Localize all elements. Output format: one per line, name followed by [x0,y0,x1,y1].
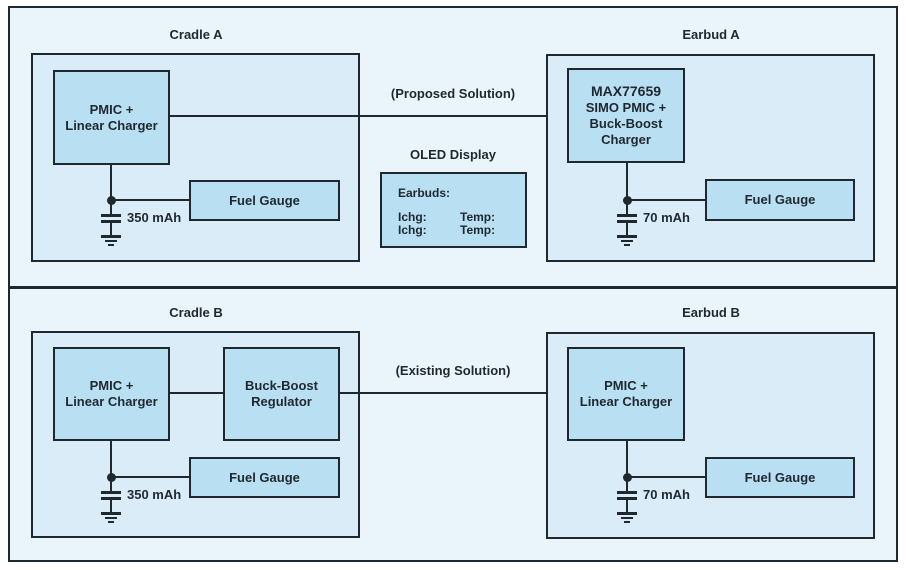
junction-dot [107,473,116,482]
battery-plate [101,491,121,494]
oled-ichg-label-1: Ichg: [398,210,427,224]
junction-dot [107,196,116,205]
ground-icon [108,521,114,523]
cradle-b-pmic-block: PMIC + Linear Charger [53,347,170,441]
arrow-existing-line [340,392,556,394]
battery-plate [617,491,637,494]
earbud-a-battery-label: 70 mAh [643,210,690,225]
earbud-b-battery-label: 70 mAh [643,487,690,502]
earbud-a-fuel-gauge-block: Fuel Gauge [705,179,855,221]
earbud-b-title: Earbud B [682,305,740,320]
earbud-b-pmic-label: PMIC + Linear Charger [579,378,673,409]
ground-icon [101,512,121,515]
battery-stem [110,223,112,235]
battery-plate [617,497,637,500]
wire-cradle-a-pmic-to-battery [110,165,112,214]
ground-icon [617,512,637,515]
earbud-b-pmic-block: PMIC + Linear Charger [567,347,685,441]
oled-earbuds-label: Earbuds: [398,186,451,200]
oled-display-title: OLED Display [410,147,496,162]
cradle-b-battery-symbol [101,473,121,524]
earbud-b-fuel-gauge-label: Fuel Gauge [744,469,816,485]
ground-icon [621,240,633,242]
ground-icon [617,235,637,238]
wire-cradle-a-junction-to-fuel-gauge [110,199,189,201]
earbud-b-battery-symbol [617,473,637,524]
oled-display-box: Earbuds: Ichg: Temp: Ichg: Temp: [380,172,527,248]
junction-dot [623,473,632,482]
earbud-a-chip-name: MAX77659 [590,83,662,99]
cradle-a-fuel-gauge-block: Fuel Gauge [189,180,340,221]
cradle-a-pmic-label: PMIC + Linear Charger [65,101,158,133]
junction-dot [623,196,632,205]
wire-cradle-b-pmic-to-battery [110,441,112,491]
cradle-b-title: Cradle B [169,305,223,320]
earbud-a-battery-symbol [617,196,637,247]
battery-plate [617,214,637,217]
earbud-a-chip-block: MAX77659 SIMO PMIC + Buck-Boost Charger [567,68,685,163]
oled-ichg-label-2: Ichg: [398,223,427,237]
cradle-b-pmic-label: PMIC + Linear Charger [65,378,158,409]
wire-earbud-b-junction-to-fuel-gauge [626,476,705,478]
ground-icon [108,244,114,246]
cradle-a-pmic-block: PMIC + Linear Charger [53,70,170,165]
battery-plate [101,214,121,217]
ground-icon [621,517,633,519]
cradle-b-regulator-block: Buck-Boost Regulator [223,347,340,441]
wire-earbud-a-chip-to-battery [626,163,628,214]
earbud-b-fuel-gauge-block: Fuel Gauge [705,457,855,498]
battery-plate [101,220,121,223]
ground-icon [105,240,117,242]
existing-solution-label: (Existing Solution) [395,363,511,378]
cradle-a-battery-label: 350 mAh [127,210,182,225]
wire-earbud-a-junction-to-fuel-gauge [626,199,705,201]
proposed-solution-label: (Proposed Solution) [390,86,516,101]
arrow-proposed-line [170,115,556,117]
earbud-a-fuel-gauge-label: Fuel Gauge [744,192,816,207]
earbud-a-title: Earbud A [682,27,740,42]
ground-icon [101,235,121,238]
cradle-a-battery-symbol [101,196,121,247]
battery-plate [101,497,121,500]
earbud-a-chip-desc: SIMO PMIC + Buck-Boost Charger [585,100,667,147]
wire-earbud-b-pmic-to-battery [626,441,628,491]
cradle-a-title: Cradle A [169,27,223,42]
oled-temp-label-2: Temp: [460,223,496,237]
battery-stem [626,223,628,235]
battery-plate [617,220,637,223]
cradle-a-fuel-gauge-label: Fuel Gauge [229,192,300,208]
wire-pmic-to-regulator [170,392,223,394]
oled-temp-label-1: Temp: [460,210,496,224]
ground-icon [624,521,630,523]
wire-cradle-b-junction-to-fuel-gauge [110,476,189,478]
cradle-b-regulator-label: Buck-Boost Regulator [245,378,318,409]
battery-stem [626,500,628,512]
cradle-b-fuel-gauge-label: Fuel Gauge [229,469,300,485]
cradle-b-battery-label: 350 mAh [127,487,182,502]
cradle-b-fuel-gauge-block: Fuel Gauge [189,457,340,498]
ground-icon [624,244,630,246]
battery-stem [110,500,112,512]
panel-divider [8,286,898,289]
ground-icon [105,517,117,519]
